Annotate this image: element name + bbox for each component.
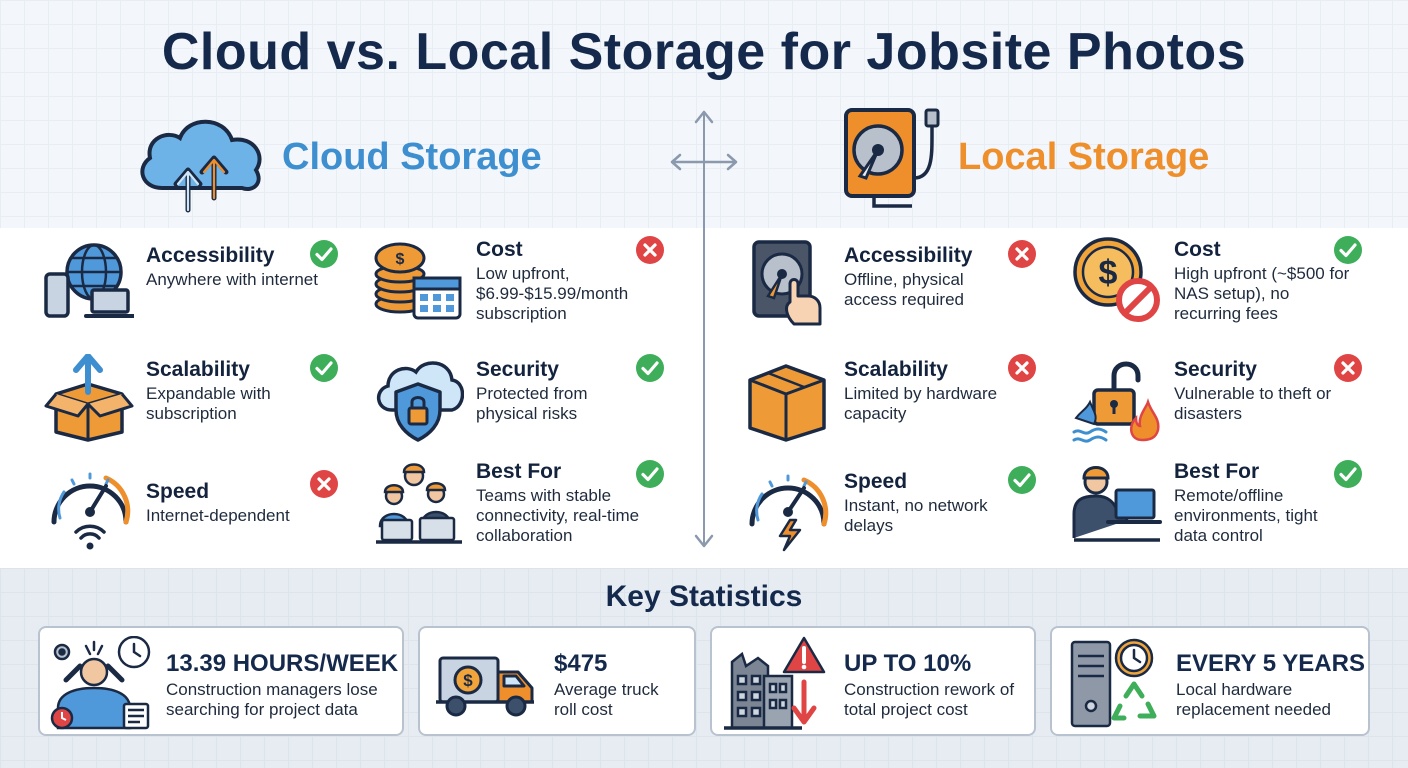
stat-card-rework: UP TO 10% Construction rework of total p…	[710, 626, 1036, 736]
feature-title: Security	[1174, 358, 1257, 381]
coin-no-subscription-icon: $	[1073, 237, 1160, 322]
svg-text:$: $	[1099, 254, 1118, 292]
cloud-feature-scalability: Scalability Expandable with subscription	[44, 354, 344, 454]
feature-title: Cost	[1174, 238, 1221, 261]
cloud-shield-icon	[377, 361, 464, 442]
key-statistics-title: Key Statistics	[605, 580, 803, 613]
feature-description: Low upfront, $6.99-$15.99/month subscrip…	[476, 264, 629, 323]
stat-value: $475	[554, 650, 608, 677]
truck-icon: $	[436, 656, 534, 717]
local-feature-security: Security Vulnerable to theft or disaster…	[1072, 354, 1372, 454]
cloud-feature-best-for: Best For Teams with stable connectivity,…	[374, 456, 674, 556]
stat-card-truck-roll: $ $475 Average truck roll cost	[418, 626, 696, 736]
feature-title: Scalability	[146, 358, 250, 381]
external-hard-drive-icon	[844, 108, 940, 208]
stat-description: Construction managers lose searching for…	[166, 680, 378, 719]
stat-card-hardware: EVERY 5 YEARS Local hardware replacement…	[1050, 626, 1370, 736]
local-storage-label: Local Storage	[958, 136, 1210, 178]
feature-title: Scalability	[844, 358, 948, 381]
open-lock-fire-water-icon	[1072, 361, 1160, 443]
center-divider	[703, 112, 705, 544]
feature-title: Accessibility	[844, 244, 973, 267]
cloud-feature-cost: $ Cost Low upfront, $6.99-$15.99/month s…	[374, 234, 674, 334]
feature-description: Limited by hardware capacity	[844, 384, 998, 423]
cross-icon	[1008, 354, 1036, 382]
feature-title: Security	[476, 358, 559, 381]
building-warning-icon	[724, 636, 826, 730]
svg-text:$: $	[396, 251, 405, 268]
page-title: Cloud vs. Local Storage for Jobsite Phot…	[161, 23, 1247, 81]
feature-description: Expandable with subscription	[146, 384, 271, 423]
svg-text:$: $	[463, 671, 473, 690]
divider-arrow-top-icon	[694, 110, 714, 124]
feature-title: Speed	[844, 470, 908, 493]
cloud-feature-accessibility: Accessibility Anywhere with internet	[44, 240, 344, 340]
stat-description: Local hardware replacement needed	[1176, 680, 1332, 719]
check-icon	[310, 240, 338, 268]
local-feature-best-for: Best For Remote/offline environments, ti…	[1072, 456, 1372, 556]
feature-title: Cost	[476, 238, 523, 261]
coins-calendar-icon: $	[374, 242, 462, 320]
cloud-header: Cloud Storage	[130, 100, 590, 220]
feature-title: Accessibility	[146, 244, 275, 267]
speedometer-bolt-icon	[749, 474, 829, 552]
local-feature-cost: $ Cost High upfront (~$500 for NAS setup…	[1072, 234, 1372, 334]
stat-card-hours: 13.39 HOURS/WEEK Construction managers l…	[38, 626, 404, 736]
hard-drive-hand-icon	[752, 240, 822, 326]
cloud-feature-speed: Speed Internet-dependent	[44, 470, 344, 572]
team-laptops-icon	[376, 463, 462, 544]
stat-value: UP TO 10%	[844, 650, 972, 677]
feature-title: Best For	[476, 460, 562, 483]
check-icon	[1334, 460, 1362, 488]
server-clock-recycle-icon	[1070, 638, 1157, 728]
cloud-storage-label: Cloud Storage	[282, 136, 542, 178]
cross-icon	[310, 470, 338, 498]
check-icon	[1008, 466, 1036, 494]
worker-laptop-icon	[1072, 466, 1162, 542]
check-icon	[636, 460, 664, 488]
local-feature-speed: Speed Instant, no network delays	[742, 466, 1042, 566]
divider-arrow-bottom-icon	[694, 534, 714, 548]
feature-description: Internet-dependent	[146, 506, 290, 525]
feature-description: Instant, no network delays	[844, 496, 988, 535]
speedometer-wifi-icon	[51, 472, 131, 550]
box-icon	[748, 364, 826, 442]
left-right-arrow-icon	[670, 153, 738, 171]
stat-value: EVERY 5 YEARS	[1176, 650, 1365, 677]
feature-title: Best For	[1174, 460, 1260, 483]
feature-description: Vulnerable to theft or disasters	[1174, 384, 1332, 423]
feature-description: Protected from physical risks	[476, 384, 588, 423]
stressed-manager-icon	[50, 636, 151, 730]
feature-title: Speed	[146, 480, 210, 503]
feature-description: Remote/offline environments, tight data …	[1174, 486, 1318, 545]
cloud-upload-icon	[140, 119, 262, 213]
check-icon	[636, 354, 664, 382]
check-icon	[310, 354, 338, 382]
globe-devices-icon	[44, 243, 134, 318]
cloud-feature-security: Security Protected from physical risks	[374, 354, 674, 454]
cross-icon	[1334, 354, 1362, 382]
stat-value: 13.39 HOURS/WEEK	[166, 650, 399, 677]
check-icon	[1334, 236, 1362, 264]
local-header: Local Storage	[838, 100, 1258, 220]
local-feature-scalability: Scalability Limited by hardware capacity	[742, 354, 1042, 454]
cross-icon	[1008, 240, 1036, 268]
feature-description: Teams with stable connectivity, real-tim…	[476, 486, 640, 545]
feature-description: Offline, physical access required	[844, 270, 965, 309]
stat-description: Construction rework of total project cos…	[844, 680, 1015, 719]
box-arrow-up-icon	[44, 354, 134, 442]
feature-description: High upfront (~$500 for NAS setup), no r…	[1174, 264, 1350, 323]
feature-description: Anywhere with internet	[146, 270, 318, 289]
stat-description: Average truck roll cost	[554, 680, 659, 719]
local-feature-accessibility: Accessibility Offline, physical access r…	[742, 240, 1042, 340]
cross-icon	[636, 236, 664, 264]
